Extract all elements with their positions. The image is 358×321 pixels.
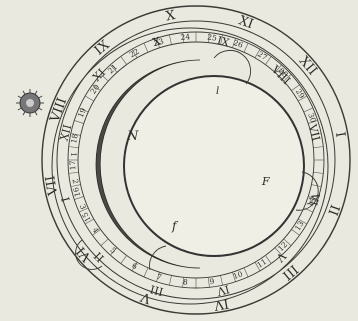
day-tick	[311, 185, 321, 187]
day-number-bottom-12: 2	[71, 178, 81, 184]
day-tick	[304, 208, 313, 212]
day-number-bottom-7: 7	[156, 272, 163, 282]
outer-numeral-0: I	[332, 131, 348, 139]
outer-numeral-9: X	[165, 8, 177, 25]
label-l: l	[216, 86, 219, 97]
day-number-top-8: 22	[128, 47, 141, 60]
day-tick	[121, 56, 127, 64]
day-number-bottom-5: 9	[209, 277, 215, 287]
day-number-top-9: 21	[106, 62, 119, 75]
outer-numeral-10: XI	[237, 13, 256, 32]
inner-numeral-4: V	[273, 249, 289, 265]
day-number-bottom-11: 3	[78, 203, 88, 211]
day-tick	[144, 268, 148, 277]
outer-numeral-1: II	[324, 203, 342, 218]
sun-ray	[23, 91, 25, 94]
label-F: F	[261, 175, 270, 188]
sun-ray	[35, 91, 37, 94]
day-number-bottom-13: 1	[69, 152, 78, 157]
sun-ray	[18, 96, 21, 98]
sun-icon	[16, 89, 44, 117]
day-tick	[85, 96, 94, 101]
inner-numeral-3: IV	[215, 282, 231, 298]
outer-numeral-2: III	[279, 261, 300, 282]
day-tick	[69, 172, 79, 173]
inner-numeral-8: IX	[216, 34, 231, 50]
inner-numeral-0: I	[59, 195, 73, 203]
day-number-top-5: 25	[207, 32, 218, 42]
outer-numeral-7: VIII	[47, 96, 70, 125]
day-number-top-6: 24	[180, 32, 191, 42]
day-tick	[144, 43, 148, 52]
day-tick	[74, 120, 84, 123]
day-number-bottom-10: 4	[91, 226, 101, 235]
sun-ray	[35, 112, 37, 115]
moon-disk	[124, 76, 304, 256]
day-tick	[101, 239, 108, 246]
day-tick	[244, 43, 248, 52]
day-number-bottom-9: 5	[108, 245, 118, 255]
day-number-bottom-1: 13	[293, 219, 306, 232]
day-number-top-13: 17	[68, 160, 77, 170]
day-number-top-10: 20	[88, 82, 101, 95]
inner-numeral-6: VII	[305, 122, 322, 142]
sun-ray	[23, 112, 25, 115]
inner-numeral-7: VIII	[268, 62, 293, 87]
sun-ray	[39, 96, 42, 98]
day-number-bottom-8: 6	[130, 261, 139, 271]
outer-numeral-8: IX	[92, 37, 113, 58]
sun-ray	[39, 108, 42, 110]
day-number-top-14: 16	[71, 186, 82, 198]
outer-numeral-11: XII	[296, 54, 320, 79]
day-number-bottom-3: 11	[255, 257, 268, 270]
day-tick	[313, 172, 323, 173]
inner-numeral-1: II	[91, 249, 106, 264]
day-tick	[313, 147, 323, 148]
day-tick	[169, 275, 171, 285]
day-tick	[304, 108, 313, 112]
label-N: N	[126, 129, 139, 144]
day-number-bottom-6: 8	[183, 277, 189, 286]
day-tick	[71, 185, 81, 187]
day-tick	[169, 35, 171, 45]
day-tick	[244, 268, 248, 277]
day-tick	[121, 255, 127, 263]
inner-numeral-2: III	[149, 282, 165, 298]
day-tick	[69, 147, 79, 148]
sun-ray	[18, 108, 21, 110]
